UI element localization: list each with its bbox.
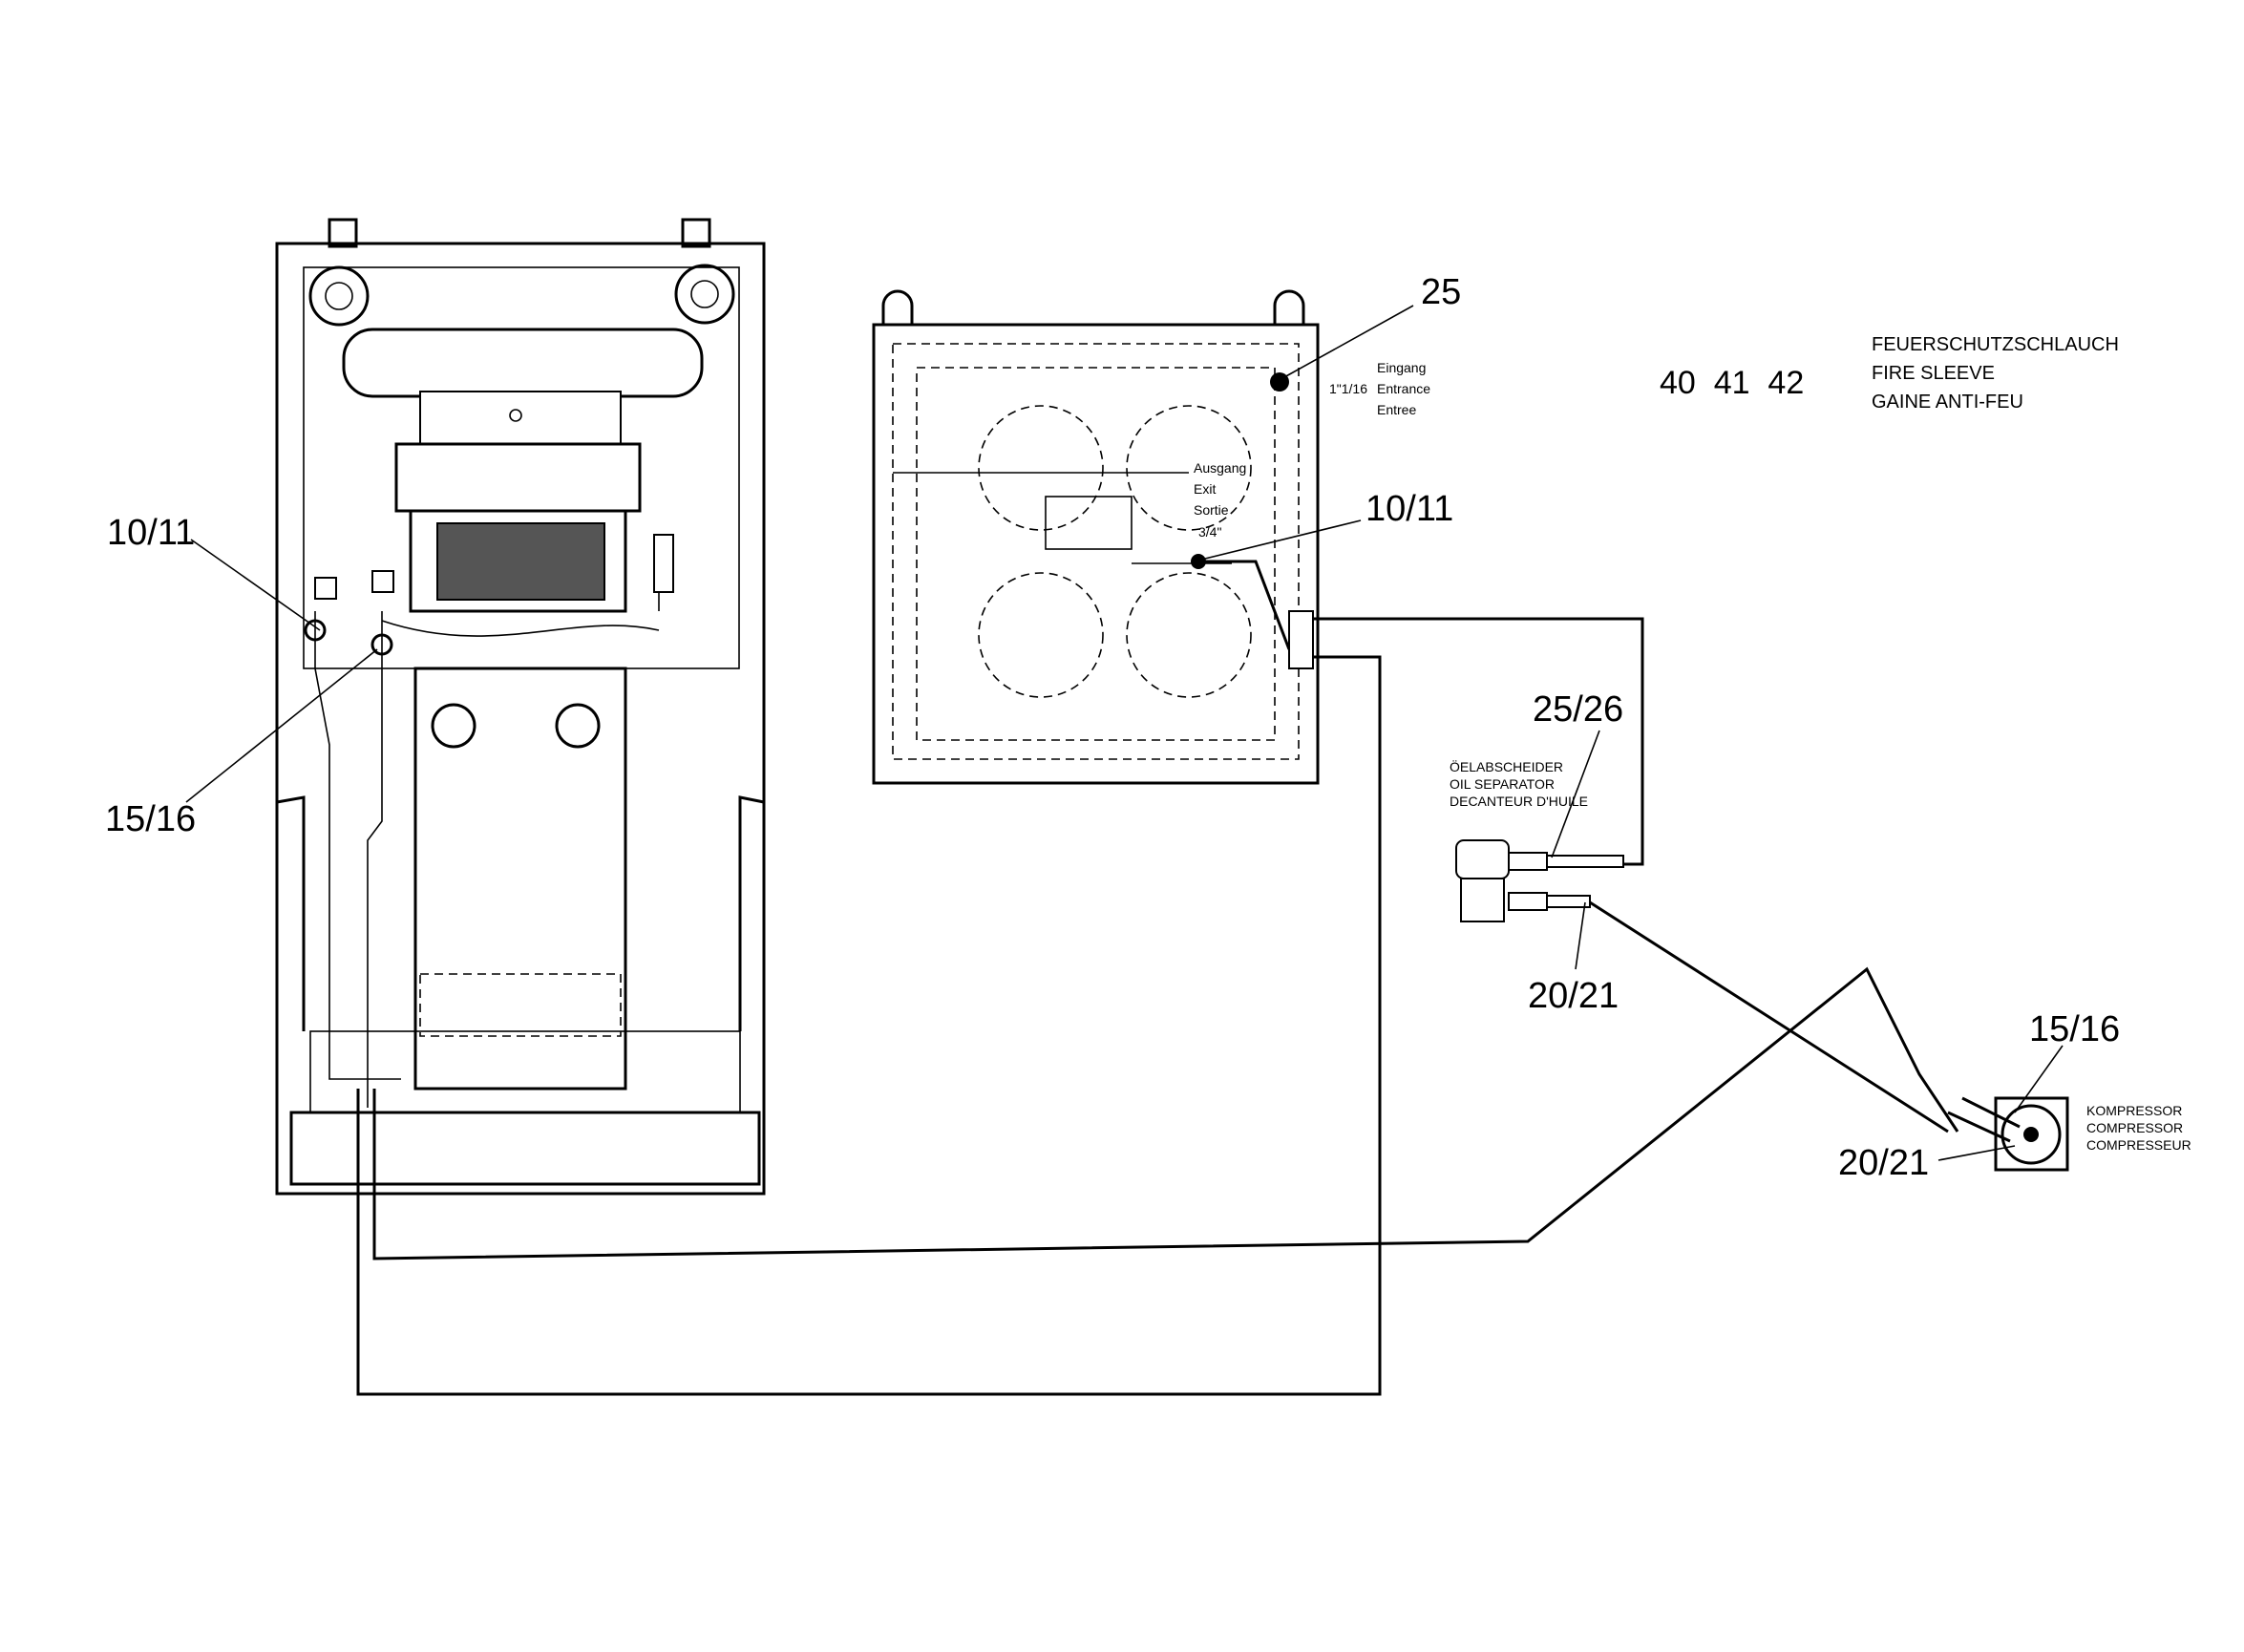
compressor-label-de: KOMPRESSOR <box>2086 1103 2182 1118</box>
compressor-label-fr: COMPRESSEUR <box>2086 1137 2191 1153</box>
separator-label-fr: DECANTEUR D'HUILE <box>1450 794 1588 809</box>
label-10-11-left: 10/11 <box>107 513 195 553</box>
inlet-size: 1"1/16 <box>1329 381 1367 396</box>
compressor-label-en: COMPRESSOR <box>2086 1120 2183 1135</box>
label-10-11-tank: 10/11 <box>1365 489 1453 529</box>
inlet-label-de: Eingang <box>1377 360 1426 375</box>
inlet-label-fr: Entree <box>1377 402 1416 417</box>
machine-frame <box>275 218 766 1196</box>
outlet-label-de: Ausgang <box>1194 460 1246 476</box>
outlet-size: 3/4" <box>1198 524 1221 540</box>
part-numbers: 40 41 42 <box>1660 365 1804 401</box>
separator-label-en: OIL SEPARATOR <box>1450 776 1555 792</box>
label-25: 25 <box>1421 272 1461 312</box>
label-25-26: 25/26 <box>1533 689 1623 730</box>
oil-separator <box>1455 839 1624 922</box>
tank <box>872 289 1320 785</box>
leader-lines <box>185 305 2064 1161</box>
label-15-16-comp: 15/16 <box>2029 1009 2120 1049</box>
fire-sleeve-en: FIRE SLEEVE <box>1872 363 1995 384</box>
separator-label-de: ÖELABSCHEIDER <box>1450 758 1563 774</box>
fire-sleeve-fr: GAINE ANTI-FEU <box>1872 392 2023 413</box>
label-15-16-left: 15/16 <box>105 799 196 839</box>
pipe-lines <box>356 617 1959 1396</box>
compressor <box>1947 1096 2069 1172</box>
outlet-label-fr: Sortie <box>1194 502 1229 518</box>
label-20-21-comp: 20/21 <box>1838 1143 1929 1183</box>
fire-sleeve-de: FEUERSCHUTZSCHLAUCH <box>1872 334 2119 355</box>
label-20-21-sep: 20/21 <box>1528 976 1619 1016</box>
outlet-label-en: Exit <box>1194 481 1216 497</box>
inlet-label-en: Entrance <box>1377 381 1430 396</box>
